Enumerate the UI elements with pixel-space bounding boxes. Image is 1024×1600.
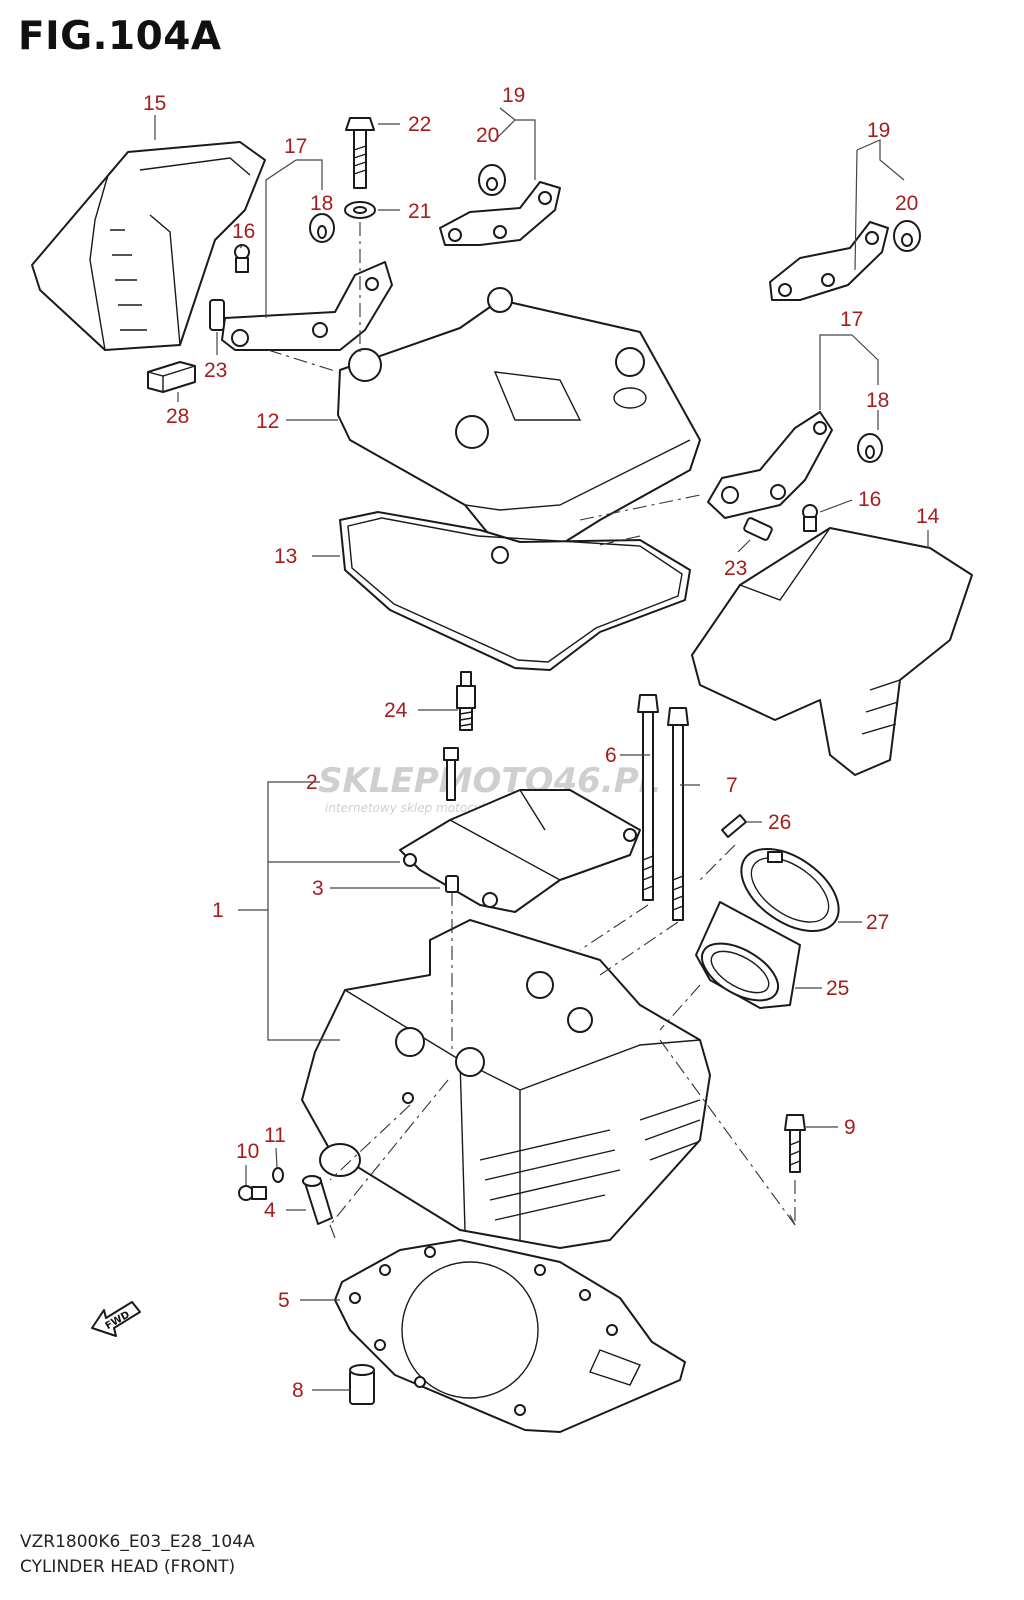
part-25-intake-pipe [695,901,801,1009]
figure-name: CYLINDER HEAD (FRONT) [20,1557,236,1577]
callout-7: 7 [726,774,738,797]
callout-16: 16 [232,220,255,243]
part-8-dowel-pin [349,1364,375,1405]
callout-13: 13 [274,545,297,568]
fwd-arrow-icon: FWD [91,1301,141,1337]
part-6-long-bolt [637,694,659,901]
part-1-cylinder-head [301,919,711,1249]
callout-18: 18 [310,192,333,215]
part-19-stay-top-left [439,181,561,246]
part-12-head-cover [337,287,701,549]
part-27-clamp [740,847,840,933]
callout-14: 14 [916,505,940,528]
part-20-grommet-top-left [478,164,506,196]
part-18-grommet-left [309,213,335,243]
callout-4: 4 [264,1199,276,1222]
part-16-clip-left [234,244,250,273]
figure-title: FIG.104A [18,14,222,59]
part-18-grommet-right [857,433,883,463]
callout-3: 3 [312,877,324,900]
callouts: 15 17 18 22 21 19 20 19 20 16 23 28 12 1… [143,84,940,1402]
callout-24: 24 [384,699,408,722]
model-code: VZR1800K6_E03_E28_104A [20,1532,255,1552]
part-14-side-cover-right [691,527,973,776]
callout-17: 17 [284,135,307,158]
part-3-dowel-pin [445,875,459,893]
callout-17-right: 17 [840,308,863,331]
callout-22: 22 [408,113,431,136]
part-24-spark-plug [456,671,476,731]
callout-28: 28 [166,405,189,428]
callout-23: 23 [204,359,227,382]
part-28-rubber-block [147,361,196,393]
callout-12: 12 [256,410,279,433]
callout-25: 25 [826,977,849,1000]
callout-1: 1 [212,899,224,922]
callout-19-right: 19 [867,119,890,142]
watermark: SKLEPMOTO46.PL internetowy sklep motocyk… [318,761,660,815]
part-17-bracket-left [221,261,393,351]
part-13-cover-gasket [339,511,691,671]
part-20-grommet-top-right [893,220,921,252]
callout-10: 10 [236,1140,259,1163]
part-15-side-cover-left [31,141,266,351]
callout-9: 9 [844,1116,856,1139]
part-26-screw [721,814,747,838]
watermark-brand: SKLEPMOTO46.PL [318,761,660,801]
part-23-bolt-right [743,517,773,541]
part-17-bracket-right [707,411,833,519]
part-2-camshaft-holder [399,789,641,913]
part-5-head-gasket [334,1239,686,1433]
callout-19: 19 [502,84,525,107]
callout-11: 11 [264,1124,286,1147]
callout-6: 6 [605,744,617,767]
leader-lines [154,107,929,1391]
callout-2: 2 [306,771,318,794]
part-11-washer [272,1167,284,1183]
callout-20-right: 20 [895,192,918,215]
callout-5: 5 [278,1289,290,1312]
assembly-lines [267,222,796,1239]
part-10-plug-bolt [238,1185,267,1201]
part-7-long-bolt [667,707,689,921]
part-16-clip-right [802,504,818,532]
callout-20: 20 [476,124,499,147]
part-19-stay-top-right [769,221,889,301]
callout-26: 26 [768,811,791,834]
part-9-bolt [784,1114,806,1173]
part-2-holder-bolt [443,747,459,801]
callout-21: 21 [408,200,431,223]
callout-16-right: 16 [858,488,881,511]
callout-8: 8 [292,1379,304,1402]
part-22-bolt [345,117,375,189]
part-4-valve-guide [302,1175,333,1225]
part-23-bolt-left [209,299,225,331]
callout-18-right: 18 [866,389,889,412]
callout-27: 27 [866,911,889,934]
part-21-washer [344,201,376,219]
callout-23-right: 23 [724,557,747,580]
callout-15: 15 [143,92,166,115]
